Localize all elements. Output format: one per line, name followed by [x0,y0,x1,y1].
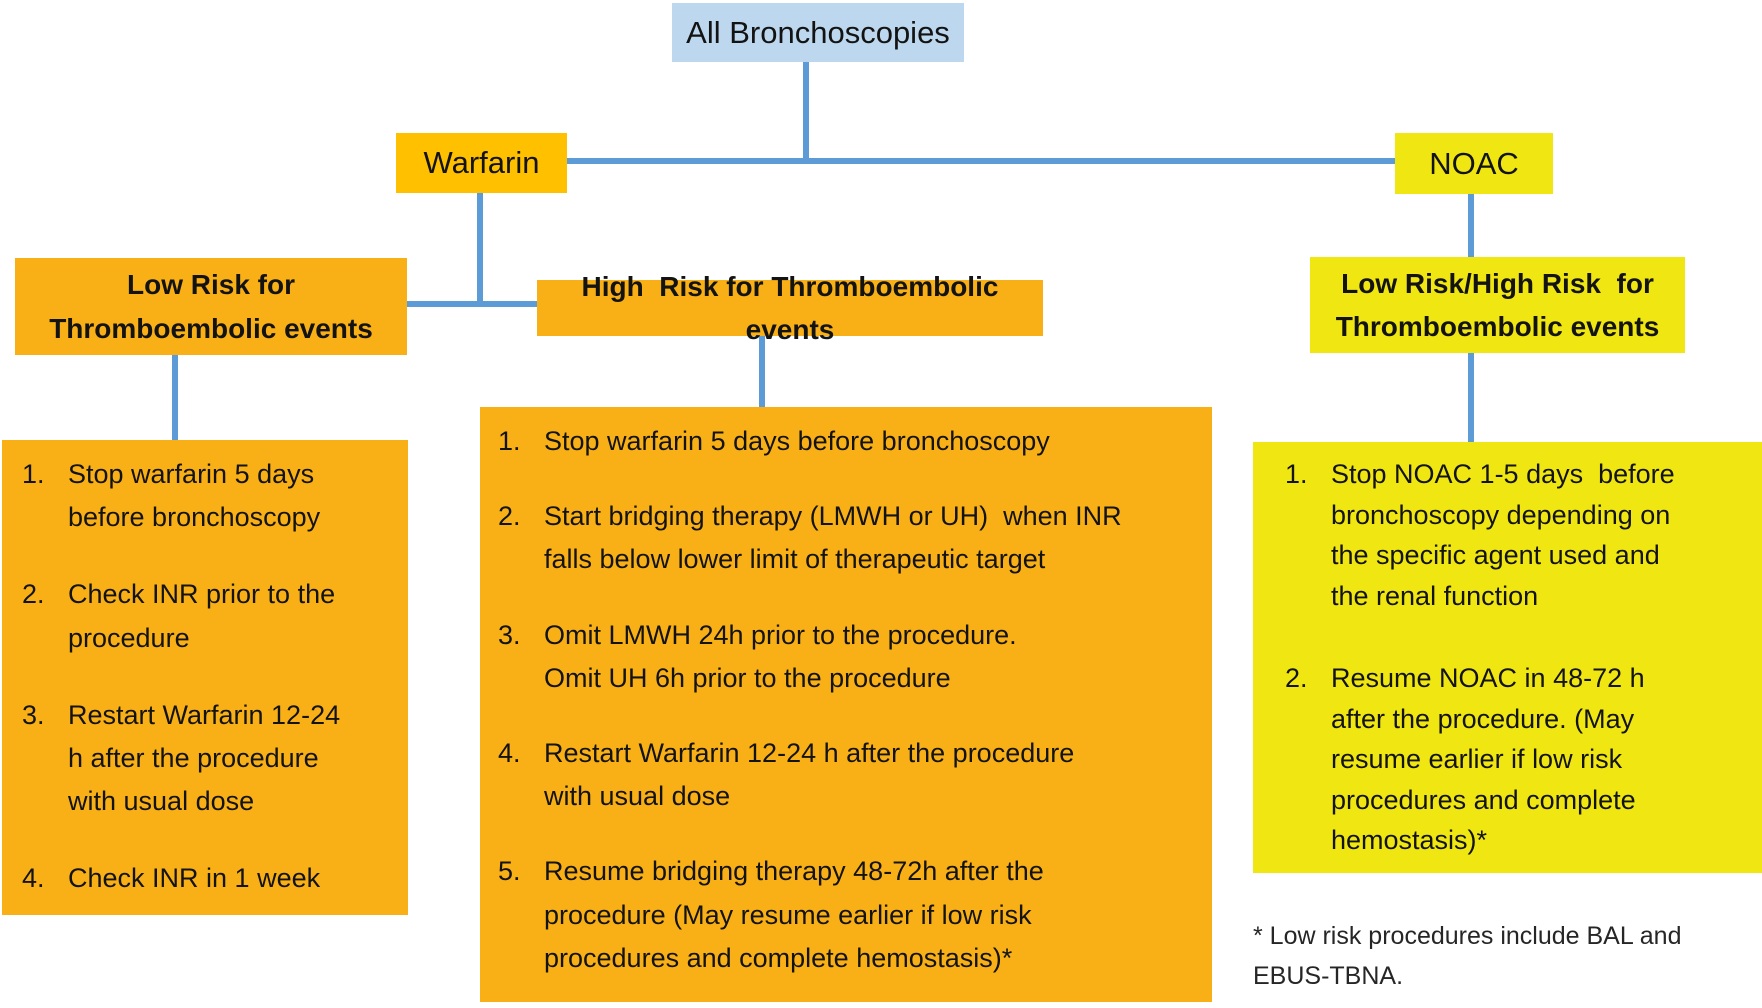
list-item: 1. Stop warfarin 5 days before bronchosco… [22,453,402,539]
list-item-text: Restart Warfarin 12-24 h after the proce… [544,737,1075,812]
node-warfarin-low-risk: Low Risk for Thromboembolic events [15,258,407,355]
list-item: 3. Restart Warfarin 12-24 h after the pro… [22,694,402,824]
list-item-text: Resume bridging therapy 48-72h after the… [544,856,1044,973]
list-item-text: Stop warfarin 5 days before bronchoscopy [544,426,1050,456]
list-item-number: 5. [498,856,521,887]
list-item: 1. Stop NOAC 1-5 days before bronchoscopy… [1285,454,1756,616]
list-item-text: Stop warfarin 5 days before bronchoscopy [68,459,321,533]
node-all-bronchoscopies: All Bronchoscopies [672,3,964,62]
connector-highrisk-list-vertical [759,336,765,407]
connector-warfarin-vertical [477,193,483,307]
list-noac-steps: 1. Stop NOAC 1-5 days before bronchoscopy… [1253,442,1762,873]
list-item: 3. Omit LMWH 24h prior to the procedure. … [498,614,1204,700]
list-item-number: 4. [22,863,45,894]
list-item-number: 3. [498,619,521,650]
connector-noacrisk-list-vertical [1468,353,1474,442]
list-item-number: 1. [22,459,45,489]
list-warfarin-high-risk-steps: 1. Stop warfarin 5 days before bronchosco… [480,407,1212,1002]
list-item-text: Omit LMWH 24h prior to the procedure. Om… [544,619,1017,693]
list-item-number: 1. [498,426,521,456]
list-item: 5. Resume bridging therapy 48-72h after t… [498,850,1204,980]
list-item: 2. Check INR prior to the procedure [22,573,402,659]
list-item-text: Restart Warfarin 12-24 h after the proce… [68,699,341,817]
connector-warfarin-noac-horizontal [567,158,1395,164]
list-item: 2. Start bridging therapy (LMWH or UH) wh… [498,495,1204,581]
list-item-number: 1. [1285,459,1308,489]
node-warfarin-high-risk: High Risk for Thromboembolic events [537,271,1043,345]
list-item-number: 2. [1285,663,1308,693]
list-item-text: Start bridging therapy (LMWH or UH) when… [544,501,1122,575]
list-item: 4. Restart Warfarin 12-24 h after the pro… [498,732,1204,818]
connector-noac-vertical [1468,194,1474,258]
list-item-number: 4. [498,737,521,768]
list-item-text: Resume NOAC in 48-72 h after the procedu… [1331,663,1645,855]
connector-lowrisk-highrisk-horizontal [407,301,537,307]
connector-lowrisk-list-vertical [172,355,178,440]
list-item-number: 2. [498,501,521,532]
list-item: 4. Check INR in 1 week [22,857,402,900]
footnote-low-risk-procedures: * Low risk procedures include BAL and EB… [1253,922,1682,990]
list-item-text: Stop NOAC 1-5 days before bronchoscopy d… [1331,459,1675,611]
node-noac-risk: Low Risk/High Risk for Thromboembolic ev… [1310,257,1685,353]
list-warfarin-low-risk-steps: 1. Stop warfarin 5 days before bronchosco… [2,440,408,915]
list-item-number: 3. [22,699,45,730]
node-noac: NOAC [1395,133,1553,194]
list-item-text: Check INR in 1 week [68,863,321,894]
list-item: 1. Stop warfarin 5 days before bronchosco… [498,420,1204,463]
connector-root-vertical [803,60,809,160]
node-warfarin: Warfarin [396,133,567,193]
list-item: 2. Resume NOAC in 48-72 h after the proce… [1285,658,1756,861]
list-item-number: 2. [22,579,45,610]
list-item-text: Check INR prior to the procedure [68,579,336,653]
